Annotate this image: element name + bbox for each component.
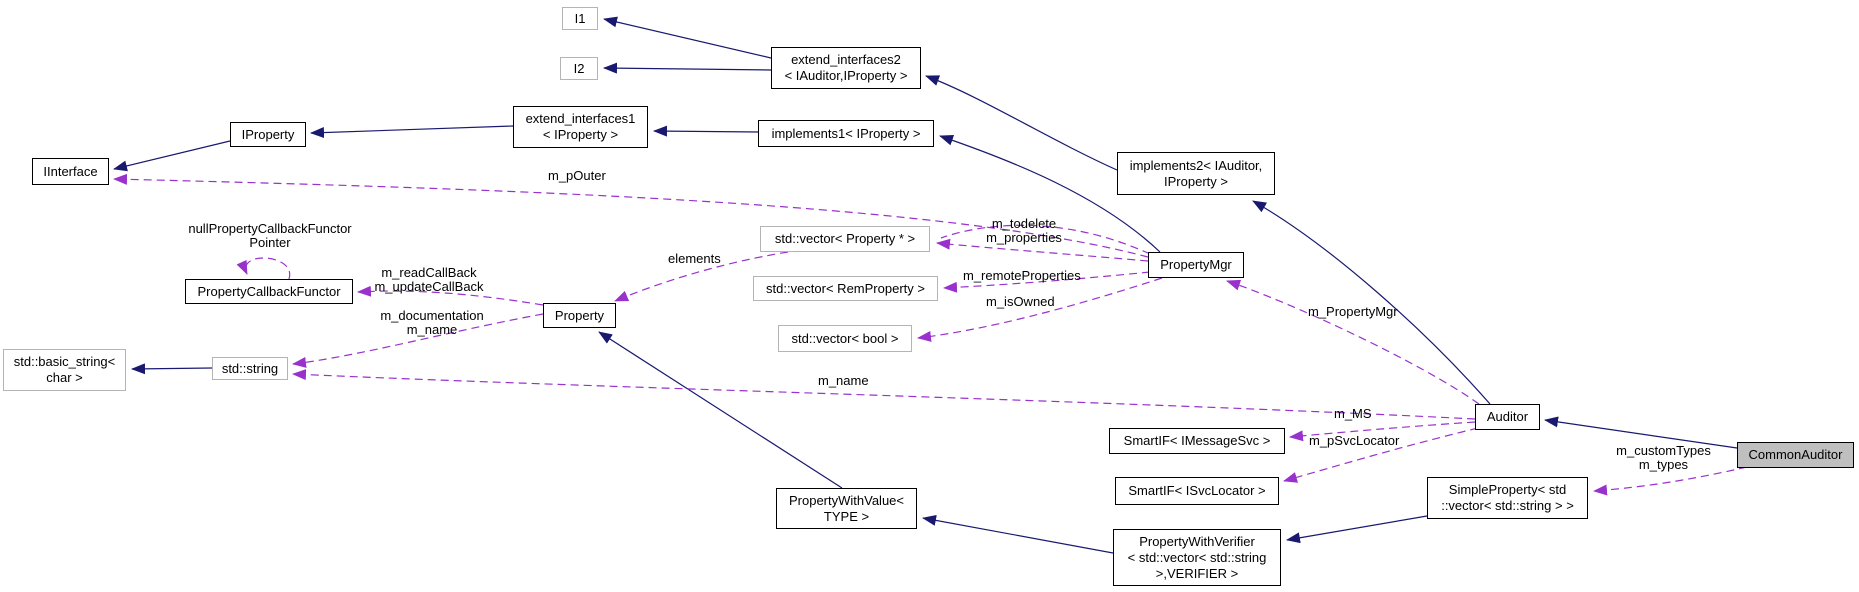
node-property-with-value[interactable]: PropertyWithValue< TYPE > — [776, 488, 917, 529]
node-property-callback-functor[interactable]: PropertyCallbackFunctor — [185, 279, 353, 304]
edge-extend-interfaces1-to-iproperty — [310, 125, 514, 139]
edge-implements2-to-extend-interfaces2 — [925, 75, 1118, 171]
edge-m-documentation — [292, 313, 544, 368]
edge-label-m-documentation-m-name: m_documentation m_name — [380, 308, 484, 337]
node-i2[interactable]: I2 — [560, 57, 598, 80]
edge-propertywithverifier-to-propertywithvalue — [922, 514, 1114, 554]
edge-implements1-to-extend-interfaces1 — [653, 125, 759, 137]
edge-label-m-ms: m_MS — [1334, 406, 1372, 421]
node-implements2[interactable]: implements2< IAuditor, IProperty > — [1117, 152, 1275, 195]
edge-label-m-readcallback-m-updatecallback: m_readCallBack m_updateCallBack — [374, 265, 484, 294]
edge-m-customtypes — [1593, 466, 1748, 496]
node-std-string[interactable]: std::string — [212, 357, 288, 380]
node-implements1[interactable]: implements1< IProperty > — [758, 120, 934, 147]
edge-extend-interfaces2-to-i1 — [603, 16, 772, 59]
node-i1[interactable]: I1 — [562, 7, 598, 30]
node-extend-interfaces1[interactable]: extend_interfaces1 < IProperty > — [513, 106, 648, 148]
node-iproperty[interactable]: IProperty — [230, 122, 306, 147]
edge-label-m-todelete-m-properties: m_todelete m_properties — [986, 216, 1062, 245]
node-smartif-isvclocator[interactable]: SmartIF< ISvcLocator > — [1115, 477, 1279, 505]
edge-elements — [614, 251, 789, 302]
edge-m-pouter — [113, 173, 1149, 258]
edge-m-propertymgr — [1226, 279, 1480, 405]
edge-commonauditor-to-auditor — [1544, 416, 1738, 449]
edge-label-null-functor-pointer: nullPropertyCallbackFunctor Pointer — [188, 221, 352, 250]
node-auditor[interactable]: Auditor — [1475, 404, 1540, 430]
edge-propertymgr-to-implements1 — [939, 135, 1161, 253]
edge-m-psvclocator — [1283, 427, 1479, 483]
edge-m-isowned — [917, 277, 1163, 342]
node-extend-interfaces2[interactable]: extend_interfaces2 < IAuditor,IProperty … — [771, 47, 921, 89]
edge-null-functor-self-loop — [236, 257, 291, 280]
edge-m-properties — [936, 238, 1149, 262]
edge-simpleproperty-to-propertywithverifier — [1286, 515, 1428, 544]
node-smartif-imessagesvc[interactable]: SmartIF< IMessageSvc > — [1109, 428, 1285, 454]
edge-label-m-propertymgr: m_PropertyMgr — [1308, 304, 1398, 319]
node-property-with-verifier[interactable]: PropertyWithVerifier < std::vector< std:… — [1113, 529, 1281, 586]
edge-iproperty-to-iinterface — [113, 140, 231, 172]
node-vector-property[interactable]: std::vector< Property * > — [760, 226, 930, 252]
edge-label-m-pouter: m_pOuter — [548, 168, 606, 183]
edge-label-elements: elements — [668, 251, 721, 266]
node-iinterface[interactable]: IInterface — [32, 158, 109, 185]
edge-label-m-isowned: m_isOwned — [986, 294, 1055, 309]
node-common-auditor[interactable]: CommonAuditor — [1737, 442, 1854, 468]
node-vector-remproperty[interactable]: std::vector< RemProperty > — [753, 276, 938, 301]
edge-m-todelete — [940, 224, 1151, 255]
node-vector-bool[interactable]: std::vector< bool > — [778, 325, 912, 352]
node-simple-property[interactable]: SimpleProperty< std ::vector< std::strin… — [1427, 477, 1588, 519]
edge-m-name — [292, 369, 1476, 420]
node-propertymgr[interactable]: PropertyMgr — [1148, 252, 1244, 278]
edge-label-m-name: m_name — [818, 373, 869, 388]
node-std-basic-string[interactable]: std::basic_string< char > — [3, 349, 126, 391]
node-property[interactable]: Property — [543, 303, 616, 328]
edge-auditor-to-implements2 — [1252, 200, 1491, 405]
edge-label-m-customtypes-m-types: m_customTypes m_types — [1616, 443, 1711, 472]
edge-stdstring-to-basicstring — [131, 363, 213, 375]
edge-propertywithvalue-to-property — [598, 331, 843, 489]
edge-label-m-psvclocator: m_pSvcLocator — [1309, 433, 1400, 448]
edge-label-m-remoteproperties: m_remoteProperties — [963, 268, 1081, 283]
edge-extend-interfaces2-to-i2 — [603, 62, 772, 74]
edge-m-remoteproperties — [943, 271, 1151, 293]
